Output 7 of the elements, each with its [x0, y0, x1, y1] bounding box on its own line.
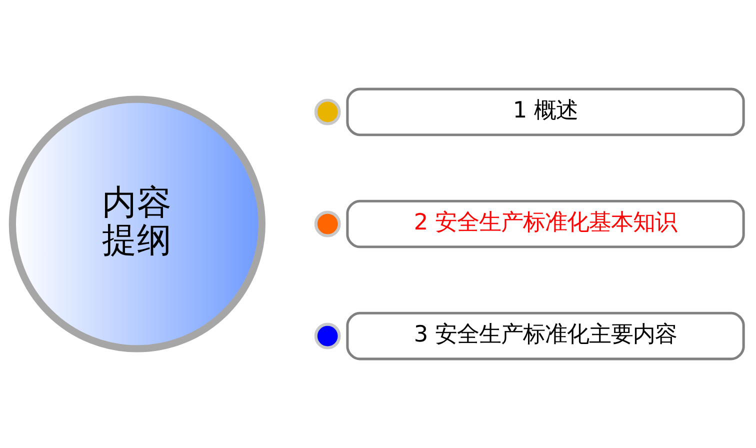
- node-box: 3 安全生产标准化主要内容: [346, 312, 745, 360]
- node-circle: [314, 322, 341, 350]
- node-circle: [314, 210, 341, 238]
- node-box: 2 安全生产标准化基本知识: [346, 200, 745, 248]
- node-box: 1 概述: [346, 88, 745, 136]
- node-circle: 内容提纲: [8, 96, 266, 352]
- node-circle: [314, 98, 341, 126]
